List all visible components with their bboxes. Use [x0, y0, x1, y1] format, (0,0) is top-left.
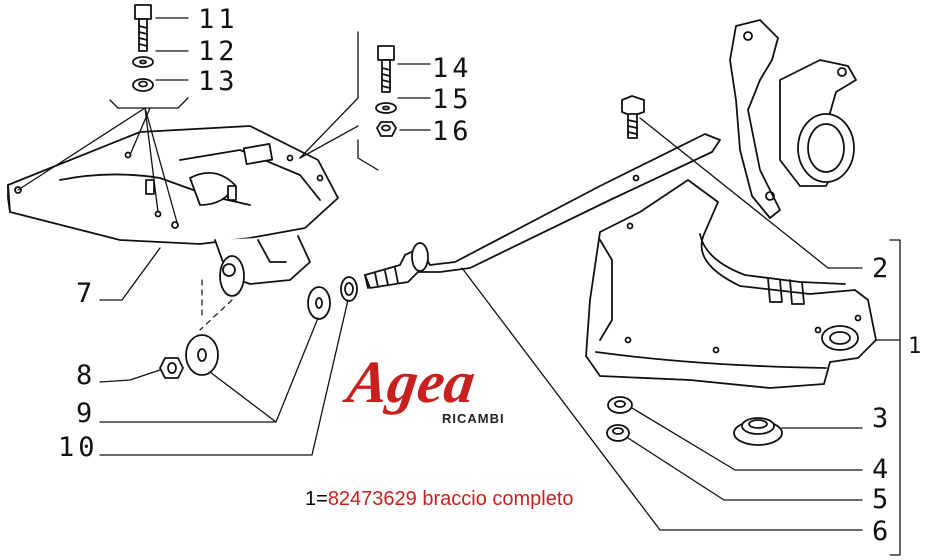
washer-9 — [307, 286, 331, 320]
bolt-11 — [134, 4, 152, 52]
nut-5 — [606, 424, 630, 442]
label-10: 10 — [58, 432, 99, 463]
agea-logo-subtitle: RICAMBI — [442, 411, 505, 426]
label-1: 1 — [908, 334, 926, 359]
nut-13 — [132, 78, 154, 92]
washer-12 — [132, 56, 154, 68]
label-9: 9 — [76, 398, 97, 429]
label-14: 14 — [432, 53, 473, 84]
bolt-14 — [377, 45, 395, 93]
label-16: 16 — [432, 116, 473, 147]
label-8: 8 — [76, 360, 97, 391]
label-2: 2 — [872, 253, 893, 284]
label-6: 6 — [872, 516, 893, 547]
control-arm — [585, 179, 877, 389]
washer-9-lower — [185, 334, 219, 376]
washer-10 — [340, 276, 358, 302]
washer-4 — [607, 396, 633, 414]
assembly-line — [199, 279, 233, 331]
subframe-plate — [7, 125, 339, 297]
label-12: 12 — [198, 36, 239, 67]
caption-prefix: 1= — [305, 488, 328, 510]
label-15: 15 — [432, 84, 473, 115]
strut-rod — [364, 133, 721, 289]
label-11: 11 — [198, 4, 239, 35]
nut-8 — [159, 357, 184, 379]
part-caption: 1=82473629 braccio completo — [305, 488, 574, 511]
bolt-2 — [621, 95, 645, 139]
label-7: 7 — [76, 278, 97, 309]
washer-15 — [375, 102, 397, 114]
agea-logo: Agea — [343, 349, 480, 415]
label-3: 3 — [872, 403, 893, 434]
label-5: 5 — [872, 484, 893, 515]
label-4: 4 — [872, 454, 893, 485]
leader-lines-plate — [17, 31, 379, 227]
caption-code: 82473629 braccio completo — [327, 488, 574, 510]
leader-lines — [99, 117, 901, 556]
nut-16 — [376, 121, 397, 137]
steering-knuckle — [729, 19, 857, 219]
bushing-3 — [733, 417, 783, 446]
label-13: 13 — [198, 66, 239, 97]
